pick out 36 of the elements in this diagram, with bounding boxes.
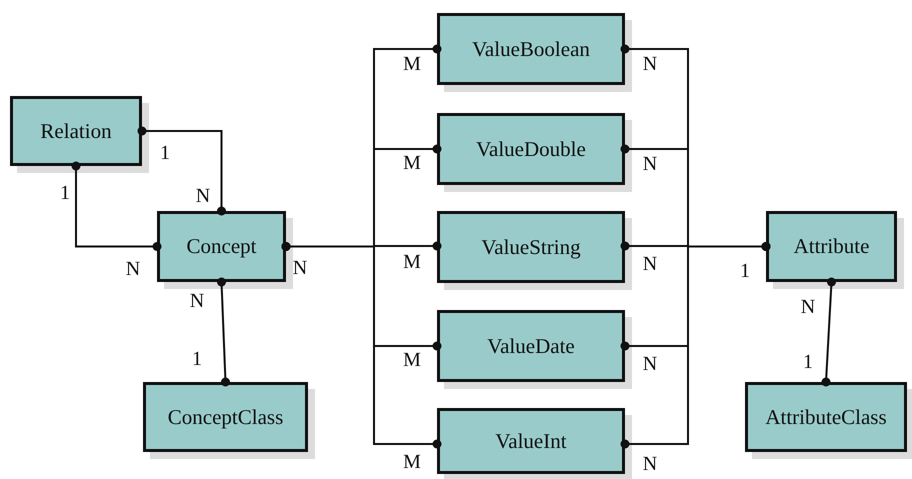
connector-line xyxy=(620,242,770,448)
cardinality-label: M xyxy=(403,54,421,74)
cardinality-label: N xyxy=(126,259,140,279)
cardinality-label: 1 xyxy=(60,183,70,203)
entity-name: ValueString xyxy=(481,234,581,260)
connector-line xyxy=(217,278,230,386)
entity-name: Relation xyxy=(40,118,112,144)
connector-line xyxy=(72,162,162,251)
cardinality-label: N xyxy=(642,254,658,274)
entity-name: ValueDate xyxy=(487,334,575,358)
entity-name: ConceptClass xyxy=(168,404,284,430)
cardinality-label: N xyxy=(190,291,204,311)
cardinality-label: M xyxy=(403,153,421,173)
entity-name: ValueBoolean xyxy=(472,36,590,62)
cardinality-label: N xyxy=(196,186,210,206)
cardinality-label: M xyxy=(403,452,421,472)
cardinality-label: N xyxy=(800,297,816,317)
connector-line xyxy=(138,126,226,216)
cardinality-label: N xyxy=(642,54,658,74)
cardinality-label: M xyxy=(403,252,421,272)
connector-line xyxy=(822,278,836,386)
cardinality-label: N xyxy=(642,454,658,474)
cardinality-label: M xyxy=(403,350,421,370)
cardinality-label: 1 xyxy=(192,349,202,369)
entity-name: Attribute xyxy=(794,234,870,259)
cardinality-label: N xyxy=(642,354,658,374)
cardinality-label: N xyxy=(642,154,658,174)
entity-name: ValueDouble xyxy=(476,136,586,162)
entity-name: AttributeClass xyxy=(765,404,887,430)
cardinality-label: 1 xyxy=(803,352,813,372)
connector-line xyxy=(282,242,442,448)
entity-name: ValueInt xyxy=(495,428,567,454)
cardinality-label: N xyxy=(292,258,308,278)
cardinality-label: 1 xyxy=(160,143,170,163)
entity-name: Concept xyxy=(186,234,256,259)
cardinality-label: 1 xyxy=(740,261,750,281)
